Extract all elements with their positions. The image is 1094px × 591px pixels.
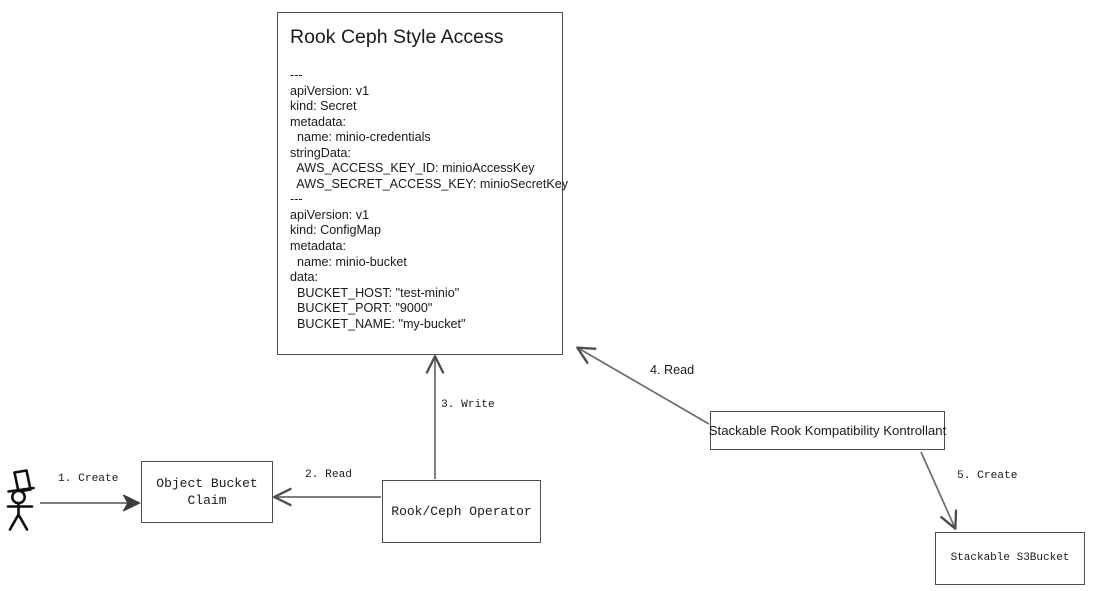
edge-label-1-create: 1. Create [58, 473, 119, 485]
node-stackable-s3bucket[interactable]: Stackable S3Bucket [935, 532, 1085, 585]
node-object-bucket-claim[interactable]: Object Bucket Claim [141, 461, 273, 523]
yaml-card-body: --- apiVersion: v1 kind: Secret metadata… [290, 68, 569, 331]
node-rook-ceph-operator-label: Rook/Ceph Operator [391, 504, 532, 519]
edge-label-4-read: 4. Read [650, 363, 695, 377]
yaml-card-title: Rook Ceph Style Access [290, 26, 504, 48]
node-stackable-rook-kompatibility-kontrollant[interactable]: Stackable Rook Kompatibility Kontrollant [708, 411, 947, 450]
edge-label-2-read: 2. Read [305, 469, 352, 481]
node-stackable-s3bucket-label: Stackable S3Bucket [950, 552, 1070, 564]
node-srkk-label: Stackable Rook Kompatibility Kontrollant [708, 422, 947, 438]
node-rook-ceph-operator[interactable]: Rook/Ceph Operator [382, 480, 541, 543]
user-actor-icon [6, 469, 35, 531]
edge-label-3-write: 3. Write [441, 399, 495, 411]
yaml-manifest-card: Rook Ceph Style Access --- apiVersion: v… [277, 12, 569, 355]
node-object-bucket-claim-label: Object Bucket Claim [156, 476, 258, 508]
edge-4-read [578, 348, 710, 425]
edge-5-create [920, 451, 955, 528]
edge-label-5-create: 5. Create [957, 470, 1018, 482]
